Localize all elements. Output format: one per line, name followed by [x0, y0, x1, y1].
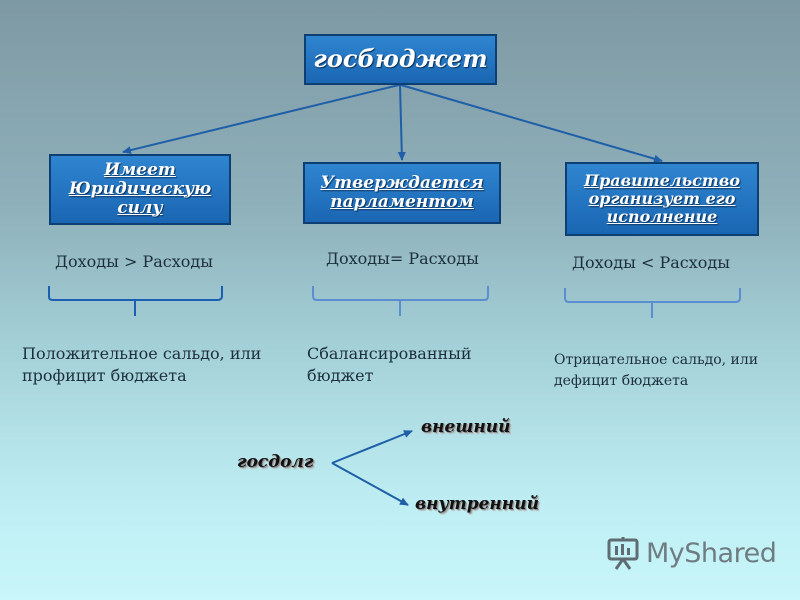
debt-external-label: внешний — [421, 417, 511, 437]
result-surplus: Положительное сальдо, или профицит бюдже… — [22, 344, 262, 385]
condition-surplus: Доходы > Расходы — [55, 252, 213, 271]
branch-box-parliament: Утверждается парламентом — [303, 162, 501, 224]
arrow-to-right-box — [400, 84, 663, 163]
branch-box-government: Правительство организует его исполнение — [565, 162, 759, 236]
arrow-to-left-box — [122, 84, 400, 154]
arrow-to-middle-box — [397, 84, 406, 161]
root-label: госбюджет — [313, 44, 488, 74]
condition-balanced: Доходы= Расходы — [326, 249, 479, 268]
debt-internal-label: внутренний — [415, 494, 539, 514]
result-deficit: Отрицательное сальдо, или дефицит бюджет… — [554, 352, 759, 389]
branch-label-parliament: Утверждается парламентом — [320, 172, 484, 212]
root-box-gosbyudzhet: госбюджет — [304, 34, 497, 85]
result-balanced: Сбалансированный бюджет — [307, 344, 472, 385]
condition-deficit: Доходы < Расходы — [572, 253, 730, 272]
brace-right — [564, 288, 741, 318]
branch-label-legal-force: Имеет Юридическую силу — [68, 159, 212, 219]
presentation-board-icon — [607, 537, 639, 570]
brace-middle — [312, 286, 489, 316]
branch-label-government: Правительство организует его исполнение — [583, 171, 741, 226]
watermark: MyShared — [606, 536, 777, 570]
watermark-text: MyShared — [646, 537, 777, 569]
branch-box-legal-force: Имеет Юридическую силу — [49, 154, 231, 225]
debt-label: госдолг — [237, 452, 314, 472]
arrow-debt-internal — [331, 462, 409, 506]
arrow-debt-external — [331, 430, 413, 464]
brace-left — [48, 286, 223, 316]
